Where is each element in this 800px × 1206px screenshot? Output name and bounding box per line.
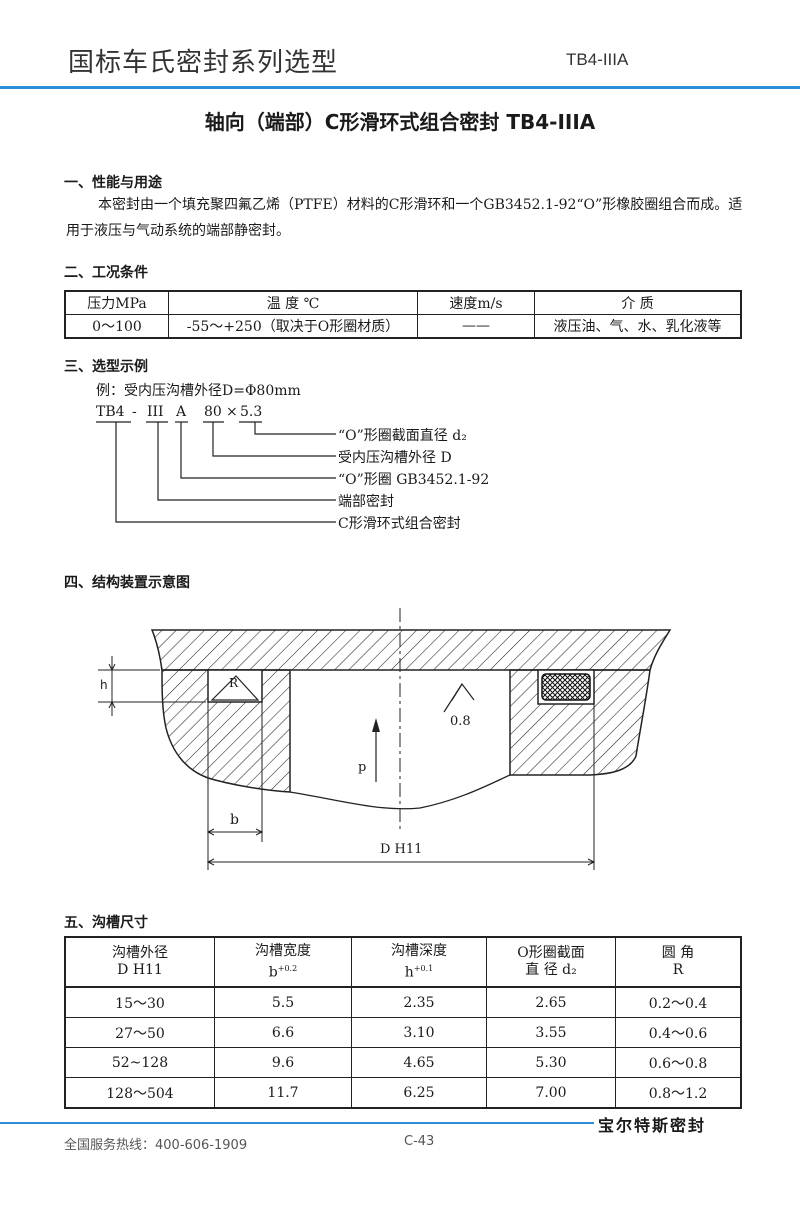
- code-part: 80: [204, 404, 222, 420]
- page-header-code: TB4-IIIA: [566, 50, 629, 69]
- table-cell: 5.5: [214, 986, 352, 1018]
- selection-leader-lines: [96, 421, 336, 523]
- section-2-heading: 二、工况条件: [64, 265, 148, 281]
- table-row: 0～100 -55～+250（取决于O形圈材质） —— 液压油、气、水、乳化液等: [64, 314, 742, 339]
- table-cell: 0～100: [64, 314, 169, 339]
- page-title: 轴向（端部）C形滑环式组合密封 TB4-IIIA: [204, 110, 596, 134]
- table-row: 27～50 6.6 3.10 3.55 0.4～0.6: [64, 1017, 742, 1048]
- dim-label-h: h: [100, 678, 108, 692]
- code-part: ×: [226, 404, 238, 420]
- table-cell: 0.8～1.2: [615, 1077, 742, 1109]
- table-cell: 0.2～0.4: [615, 986, 742, 1018]
- table-cell: 温 度 ℃: [168, 290, 418, 315]
- table-row: 15～30 5.5 2.35 2.65 0.2～0.4: [64, 986, 742, 1018]
- footer-divider: [0, 1122, 600, 1124]
- table-cell: 7.00: [486, 1077, 616, 1109]
- table-cell: 3.55: [486, 1017, 616, 1048]
- table-cell: 128～504: [64, 1077, 215, 1109]
- table-cell: 4.65: [351, 1047, 487, 1078]
- seal-profile-left: [210, 675, 260, 701]
- top-plate: [150, 629, 672, 671]
- table-cell: 5.30: [486, 1047, 616, 1078]
- roughness-label: 0.8: [450, 714, 471, 729]
- section-5-heading: 五、沟槽尺寸: [64, 915, 148, 931]
- selection-example: 例：受内压沟槽外径D=Φ80mm: [96, 383, 301, 399]
- table-cell: 27～50: [64, 1017, 215, 1048]
- conditions-table: 压力MPa 温 度 ℃ 速度m/s 介 质 0～100 -55～+250（取决于…: [64, 290, 742, 339]
- table-cell: 0.6～0.8: [615, 1047, 742, 1078]
- o-ring-section: [541, 673, 591, 701]
- brand-name: 宝尔特斯密封: [594, 1112, 711, 1136]
- pressure-label: p: [358, 760, 367, 775]
- table-cell: 3.10: [351, 1017, 487, 1048]
- table-cell: ——: [417, 314, 535, 339]
- code-part: III: [147, 404, 164, 420]
- section-4-heading: 四、结构装置示意图: [64, 575, 190, 591]
- table-cell: 9.6: [214, 1047, 352, 1078]
- table-cell: 15～30: [64, 986, 215, 1018]
- table-cell: 液压油、气、水、乳化液等: [534, 314, 742, 339]
- page-header-title: 国标车氏密封系列选型: [68, 48, 339, 78]
- table-cell: 6.25: [351, 1077, 487, 1109]
- code-part: -: [132, 404, 137, 420]
- dim-label-b: b: [230, 812, 239, 828]
- table-cell: 介 质: [534, 290, 742, 315]
- section-1-text: 本密封由一个填充聚四氟乙烯（PTFE）材料的C形滑环和一个GB3452.1-92…: [66, 197, 743, 239]
- table-cell: 压力MPa: [64, 290, 169, 315]
- code-part: TB4: [96, 404, 125, 420]
- table-cell: 2.65: [486, 986, 616, 1018]
- service-hotline: 全国服务热线：400-606-1909: [64, 1138, 248, 1153]
- table-cell: 0.4～0.6: [615, 1017, 742, 1048]
- dim-label-d: D H11: [380, 842, 423, 857]
- leader-label: “O”形圈 GB3452.1-92: [338, 472, 490, 488]
- leader-label: 受内压沟槽外径 D: [338, 450, 452, 466]
- code-part: A: [176, 404, 187, 420]
- table-header-cell: O形圈截面直 径 d₂: [486, 936, 616, 988]
- dim-label-r: R: [229, 676, 239, 690]
- leader-label: 端部密封: [338, 494, 394, 510]
- leader-label: “O”形圈截面直径 d₂: [338, 428, 467, 444]
- table-header-row: 压力MPa 温 度 ℃ 速度m/s 介 质: [64, 290, 742, 315]
- table-cell: -55～+250（取决于O形圈材质）: [168, 314, 418, 339]
- installation-diagram: [98, 608, 672, 870]
- table-cell: 2.35: [351, 986, 487, 1018]
- table-cell: 6.6: [214, 1017, 352, 1048]
- table-cell: 速度m/s: [417, 290, 535, 315]
- table-cell: 11.7: [214, 1077, 352, 1109]
- page-number: C-43: [404, 1134, 435, 1149]
- section-1-heading: 一、性能与用途: [64, 175, 162, 191]
- header-divider: [0, 86, 800, 89]
- code-part: 5.3: [240, 404, 263, 420]
- table-cell: 52~128: [64, 1047, 215, 1078]
- leader-label: C形滑环式组合密封: [338, 516, 461, 532]
- section-3-heading: 三、选型示例: [64, 359, 148, 375]
- table-row: 52~128 9.6 4.65 5.30 0.6～0.8: [64, 1047, 742, 1078]
- table-row: 128～504 11.7 6.25 7.00 0.8～1.2: [64, 1077, 742, 1109]
